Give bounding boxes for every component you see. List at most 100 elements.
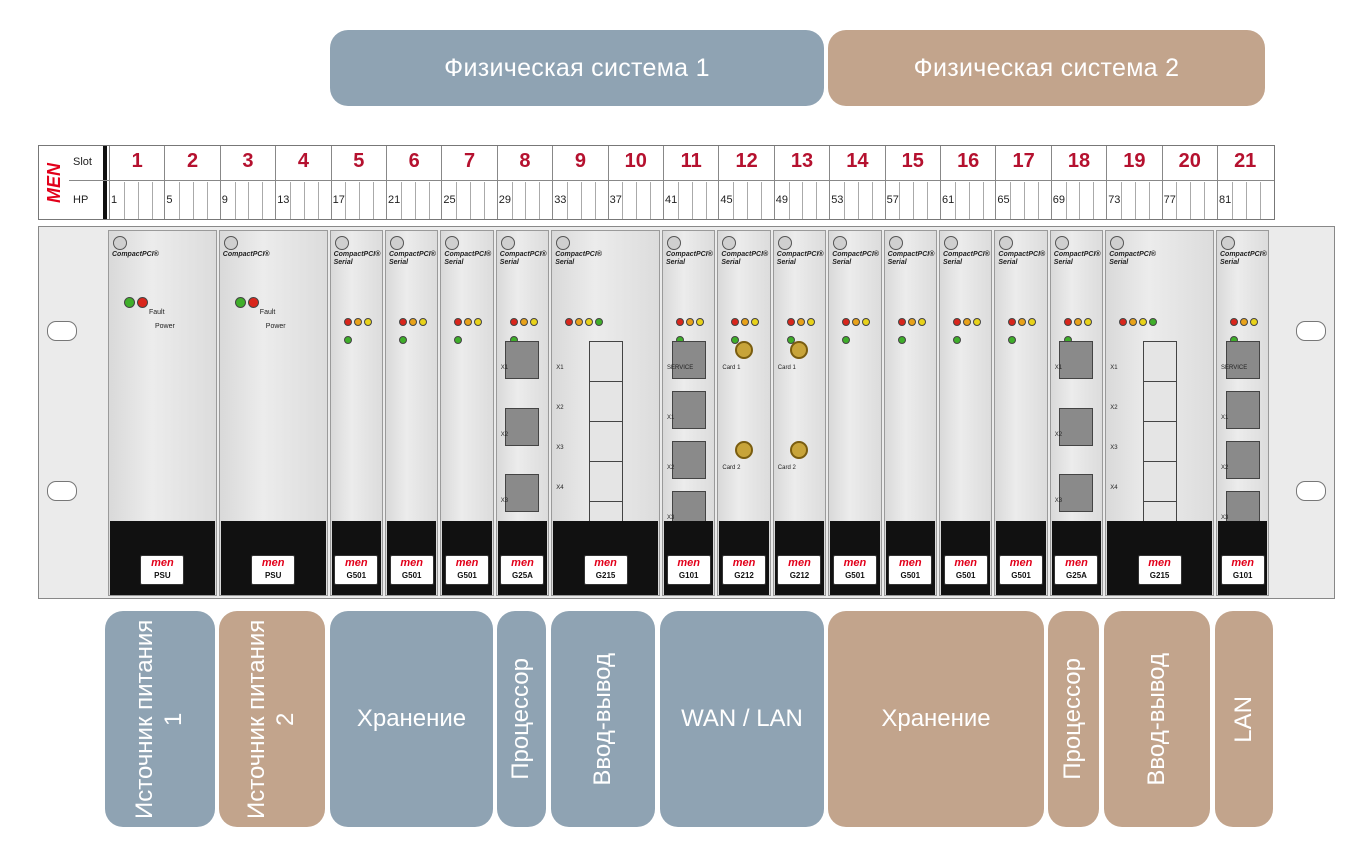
led-icon xyxy=(419,318,427,326)
hp-tick xyxy=(580,182,582,219)
led-icon xyxy=(786,336,795,344)
panel-label: CompactPCI® Serial xyxy=(666,251,713,266)
led-icon xyxy=(363,318,372,326)
hp-tick xyxy=(483,182,485,219)
hp-number: 37 xyxy=(609,194,622,206)
slot-number: 8 xyxy=(519,150,531,172)
screw-icon xyxy=(722,236,737,250)
hp-number: 17 xyxy=(332,194,345,206)
panel-label: CompactPCI® Serial xyxy=(887,251,935,266)
hp-tick xyxy=(359,182,361,219)
port-label: SERVICE xyxy=(1221,365,1248,371)
led-icon xyxy=(595,318,604,326)
led-icon xyxy=(842,336,851,344)
led-icon xyxy=(1240,318,1248,326)
port-label: X4 xyxy=(556,485,564,491)
screw-icon xyxy=(667,236,681,250)
module-name: G215 xyxy=(1149,571,1170,580)
hp-number: 25 xyxy=(443,194,456,206)
logo-brand: men xyxy=(151,557,174,569)
hp-tick xyxy=(1010,182,1012,219)
status-leds xyxy=(123,295,149,313)
led-label: Power xyxy=(265,323,286,330)
status-leds xyxy=(1118,313,1158,331)
hp-number: 9 xyxy=(221,194,228,206)
led-icon xyxy=(963,318,971,326)
port-label: X3 xyxy=(1054,498,1063,505)
hp-number: 81 xyxy=(1219,194,1232,206)
port-label: X2 xyxy=(1054,431,1063,438)
port-connector xyxy=(671,391,706,429)
port-label: X3 xyxy=(1110,445,1118,451)
logo-brand: men xyxy=(344,557,368,569)
port-label: X1 xyxy=(500,365,509,371)
system-1-label: Физическая система 1 xyxy=(330,30,824,106)
screw-icon xyxy=(1054,236,1069,250)
function-io-2: Ввод-вывод xyxy=(1104,611,1210,827)
slot-number: 20 xyxy=(1178,150,1201,172)
hp-tick xyxy=(705,182,707,219)
hp-tick xyxy=(303,182,305,219)
status-leds xyxy=(730,313,769,349)
logo-brand: men xyxy=(843,557,867,569)
port-connector xyxy=(505,474,540,513)
hp-tick xyxy=(677,182,679,219)
hp-tick xyxy=(622,182,624,219)
card-g215: CompactPCI® SerialX1X2X3X4X5menG215 xyxy=(551,230,660,596)
logo-brand: men xyxy=(1148,557,1171,569)
function-lan: LAN xyxy=(1215,611,1273,827)
panel-label: CompactPCI® Serial xyxy=(776,251,824,266)
led-icon xyxy=(399,318,407,326)
panel-label: CompactPCI® Serial xyxy=(499,251,547,266)
port-label: X2 xyxy=(667,465,675,471)
hp-tick xyxy=(1176,182,1178,219)
system-2-text: Физическая система 2 xyxy=(913,53,1180,82)
hp-tick xyxy=(747,182,749,219)
hp-number: 69 xyxy=(1052,194,1066,206)
function-storage-1: Хранение xyxy=(330,611,493,827)
status-leds xyxy=(398,313,437,349)
status-leds xyxy=(343,313,382,349)
port-label: X2 xyxy=(1110,405,1118,411)
led-icon xyxy=(519,318,528,326)
status-leds xyxy=(1007,313,1046,349)
hp-tick xyxy=(1121,182,1123,219)
led-icon xyxy=(1230,318,1238,326)
module-name: G101 xyxy=(678,571,699,580)
slot-number: 6 xyxy=(408,150,420,172)
led-icon xyxy=(806,318,815,326)
hp-number: 49 xyxy=(775,194,789,206)
screw-icon xyxy=(888,236,903,250)
module-name: G212 xyxy=(789,571,810,580)
screw-icon xyxy=(223,236,238,250)
hp-number: 5 xyxy=(166,194,173,206)
module-name: G25A xyxy=(1066,571,1087,580)
led-icon xyxy=(907,318,916,326)
led-icon xyxy=(124,297,135,308)
men-brand-logo: MEN xyxy=(43,162,64,203)
led-icon xyxy=(464,318,473,326)
led-icon xyxy=(897,336,906,344)
hp-tick xyxy=(248,182,250,219)
hp-number: 61 xyxy=(942,194,955,206)
led-label: Fault xyxy=(149,309,165,316)
hp-number: 21 xyxy=(388,194,401,206)
rack-hole-left-bottom xyxy=(47,481,77,501)
hp-tick xyxy=(317,182,319,219)
panel-label: CompactPCI® Serial xyxy=(832,251,879,266)
led-icon xyxy=(1008,318,1017,326)
slot-cell: 6 21 xyxy=(386,146,441,219)
hp-tick xyxy=(234,182,236,219)
led-icon xyxy=(953,318,961,326)
port-label: X2 xyxy=(556,405,564,411)
